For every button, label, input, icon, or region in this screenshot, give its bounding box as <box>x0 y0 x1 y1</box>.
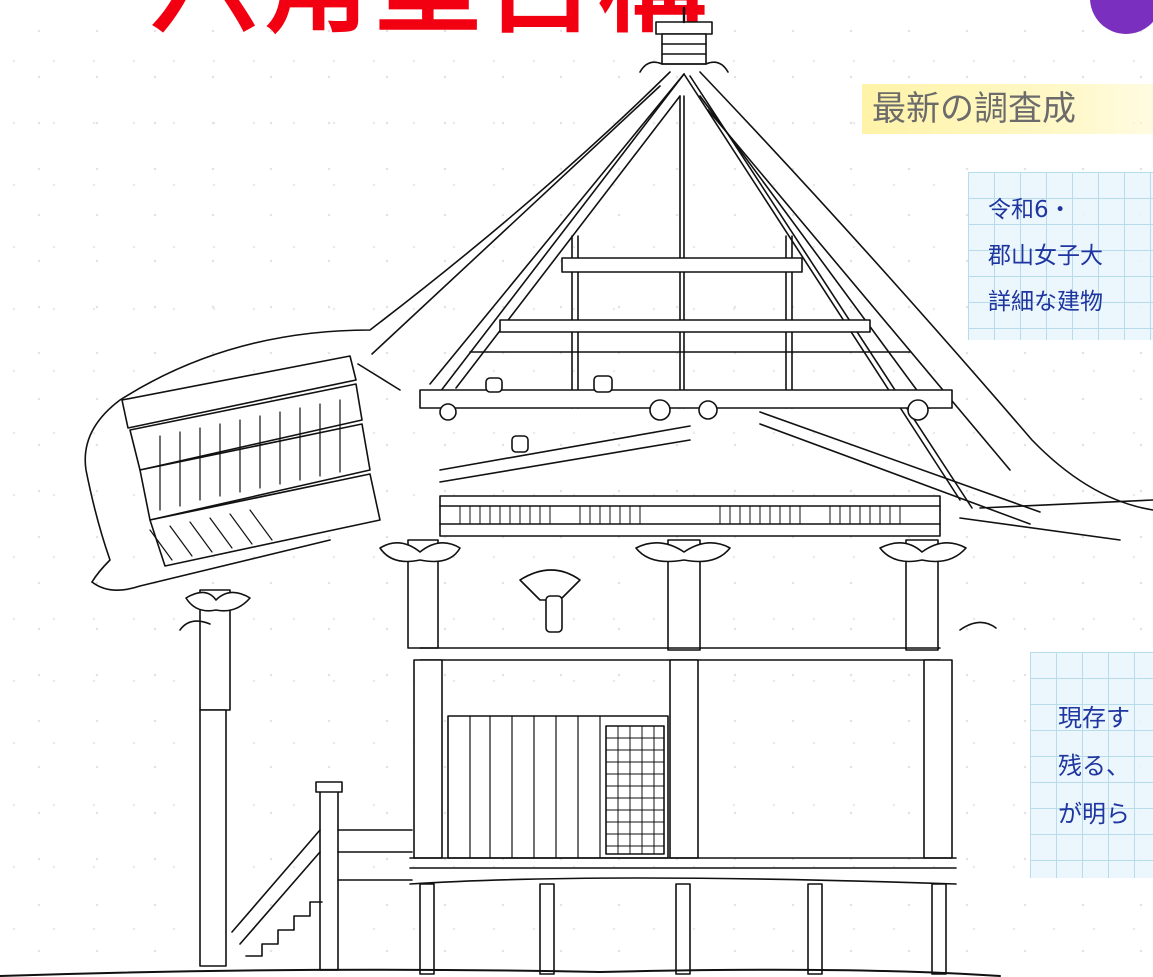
columns <box>179 539 997 711</box>
panel-top-line-2: 郡山女子大 <box>988 243 1103 269</box>
subtitle-banner: 最新の調査成 <box>862 84 1153 134</box>
ground-line <box>0 968 1001 977</box>
panel-bottom-line-2: 残る、 <box>1058 752 1130 780</box>
upper-railing <box>439 495 941 537</box>
info-panel-top: 令和6・ 郡山女子大 詳細な建物 <box>968 172 1153 340</box>
roof-truss <box>357 95 1041 525</box>
hall-body <box>199 647 957 975</box>
panel-bottom-line-3: が明ら <box>1058 800 1130 828</box>
roof <box>84 71 1153 591</box>
subtitle-text: 最新の調査成 <box>872 89 1076 129</box>
info-panel-bottom: 現存す 残る、 が明ら <box>1030 652 1153 878</box>
panel-top-line-3: 詳細な建物 <box>988 289 1103 315</box>
page-title: 六角堂古構 <box>150 0 710 40</box>
panel-bottom-line-1: 現存す <box>1058 704 1130 732</box>
entrance-stairs <box>231 781 413 971</box>
roof-finial <box>639 6 729 73</box>
panel-top-line-1: 令和6・ <box>988 197 1072 223</box>
